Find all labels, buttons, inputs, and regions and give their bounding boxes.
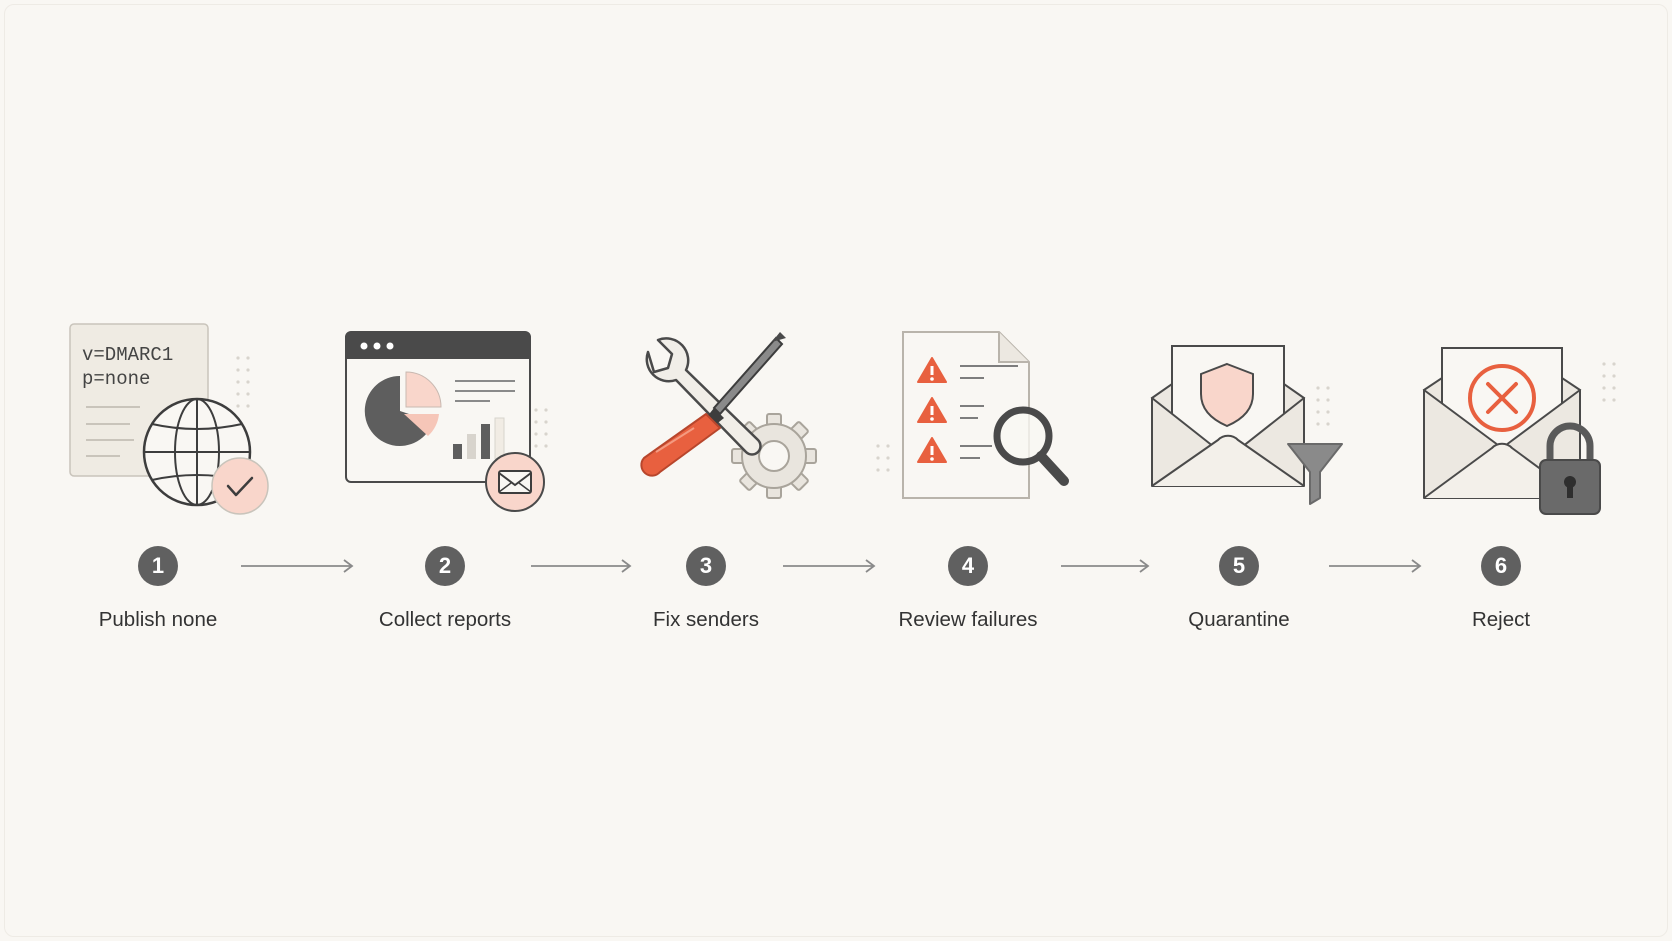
- shield-icon: [1200, 362, 1254, 428]
- decorative-dots: [534, 408, 548, 448]
- step-3-number: 3: [686, 546, 726, 586]
- lock-icon: [1539, 422, 1601, 515]
- step-1-number: 1: [138, 546, 178, 586]
- magnifier-icon: [993, 406, 1069, 486]
- decorative-dots: [236, 356, 250, 408]
- step-2-number: 2: [425, 546, 465, 586]
- step-1-label: Publish none: [98, 608, 218, 631]
- wrench-screwdriver-gear-icon: [640, 332, 817, 499]
- report-dashboard-email-icon: [345, 331, 548, 512]
- dns-record-globe-check-icon: v=DMARC1 p=none: [69, 323, 269, 515]
- warning-icon: [917, 397, 947, 423]
- check-badge-icon: [211, 457, 269, 515]
- filter-icon: [1287, 443, 1343, 505]
- arrow-right-icon: [531, 559, 632, 573]
- email-badge-icon: [485, 452, 545, 512]
- warnings-document-magnifier-icon: [876, 331, 1069, 499]
- arrow-right-icon: [1061, 559, 1150, 573]
- screwdriver-icon: [640, 332, 786, 477]
- record-line-1: v=DMARC1: [82, 344, 173, 366]
- step-2-label: Collect reports: [378, 608, 512, 631]
- step-4-label: Review failures: [898, 608, 1038, 631]
- decorative-dots: [1602, 362, 1616, 402]
- wrench-icon: [645, 337, 762, 456]
- step-5-label: Quarantine: [1188, 608, 1290, 631]
- arrow-right-icon: [1329, 559, 1422, 573]
- step-3-label: Fix senders: [653, 608, 759, 631]
- arrow-right-icon: [241, 559, 354, 573]
- pie-chart-icon: [364, 371, 442, 446]
- step-6-label: Reject: [1471, 608, 1531, 631]
- step-5-number: 5: [1219, 546, 1259, 586]
- warning-icon: [917, 437, 947, 463]
- envelope-reject-lock-icon: [1422, 347, 1616, 515]
- canvas-frame: [4, 4, 1668, 937]
- step-4-number: 4: [948, 546, 988, 586]
- arrow-right-icon: [783, 559, 876, 573]
- step-6-number: 6: [1481, 546, 1521, 586]
- warning-icon: [917, 357, 947, 383]
- gear-icon: [731, 413, 817, 499]
- record-line-2: p=none: [82, 368, 150, 390]
- decorative-dots: [1316, 386, 1330, 426]
- decorative-dots: [876, 444, 890, 472]
- reject-x-icon: [1468, 364, 1536, 432]
- envelope-shield-filter-icon: [1150, 345, 1343, 505]
